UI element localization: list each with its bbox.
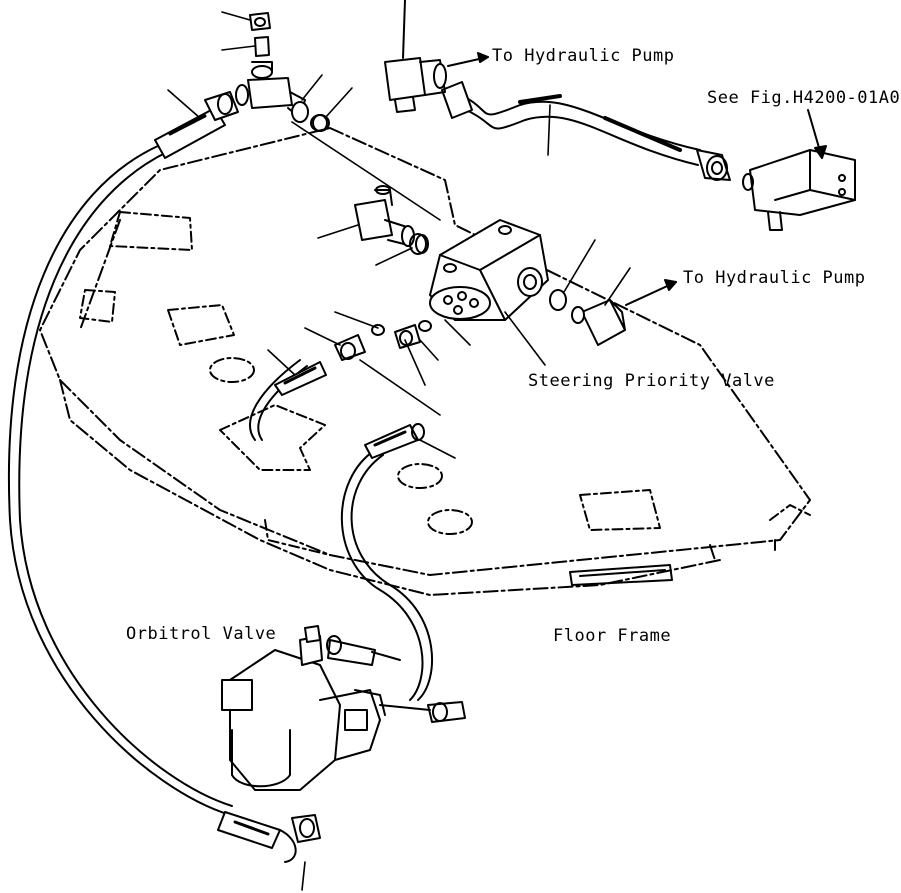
floor-frame-bracket [569, 564, 673, 586]
floor-frame-outline [39, 127, 811, 596]
o-ring-top-left [310, 114, 330, 132]
label-orbitrol-valve: Orbitrol Valve [126, 624, 277, 644]
o-ring-center [409, 233, 427, 255]
hose-end-fitting-mid-a [274, 361, 327, 396]
orbitrol-valve [221, 625, 386, 791]
leader-lines [167, 11, 631, 891]
o-ring-small-b [418, 320, 432, 332]
label-to-hydraulic-pump-top: To Hydraulic Pump [492, 46, 675, 66]
nut-top [249, 12, 271, 31]
plug-top [254, 36, 270, 57]
floor-frame-cutouts [79, 211, 811, 556]
hose-priority-to-orbitrol [340, 449, 434, 701]
label-steering-priority-valve: Steering Priority Valve [528, 371, 775, 391]
o-ring-right [549, 289, 567, 311]
steering-priority-valve [429, 219, 549, 321]
bracket-right [742, 149, 856, 231]
label-to-hydraulic-pump-right: To Hydraulic Pump [683, 268, 866, 288]
return-hose-long [7, 144, 233, 816]
elbow-fitting-center [354, 185, 429, 254]
hose-end-fitting-left [154, 91, 239, 159]
pump-hose-top [449, 89, 701, 166]
label-see-fig: See Fig.H4200-01A0 [707, 88, 901, 108]
hose-end-fitting-mid-b [364, 423, 425, 459]
orbitrol-hose-fitting-right [379, 701, 466, 723]
orbitrol-hose-fitting-bottom [217, 811, 321, 863]
arrow-to-pump-top [447, 52, 489, 67]
tee-fitting [235, 61, 328, 132]
arrow-see-fig [807, 109, 827, 159]
orbitrol-hose-fitting-top [326, 635, 401, 666]
arrow-to-pump-right [625, 279, 677, 306]
elbow-fitting-right [571, 299, 626, 346]
elbow-fitting-top [384, 0, 447, 113]
pump-hose-nut-left [441, 81, 473, 119]
o-ring-small-a [371, 324, 385, 336]
label-floor-frame: Floor Frame [553, 626, 672, 646]
straight-fitting-b [394, 324, 421, 349]
pump-hose-nut-right [696, 149, 731, 181]
straight-fitting-a [334, 334, 366, 361]
